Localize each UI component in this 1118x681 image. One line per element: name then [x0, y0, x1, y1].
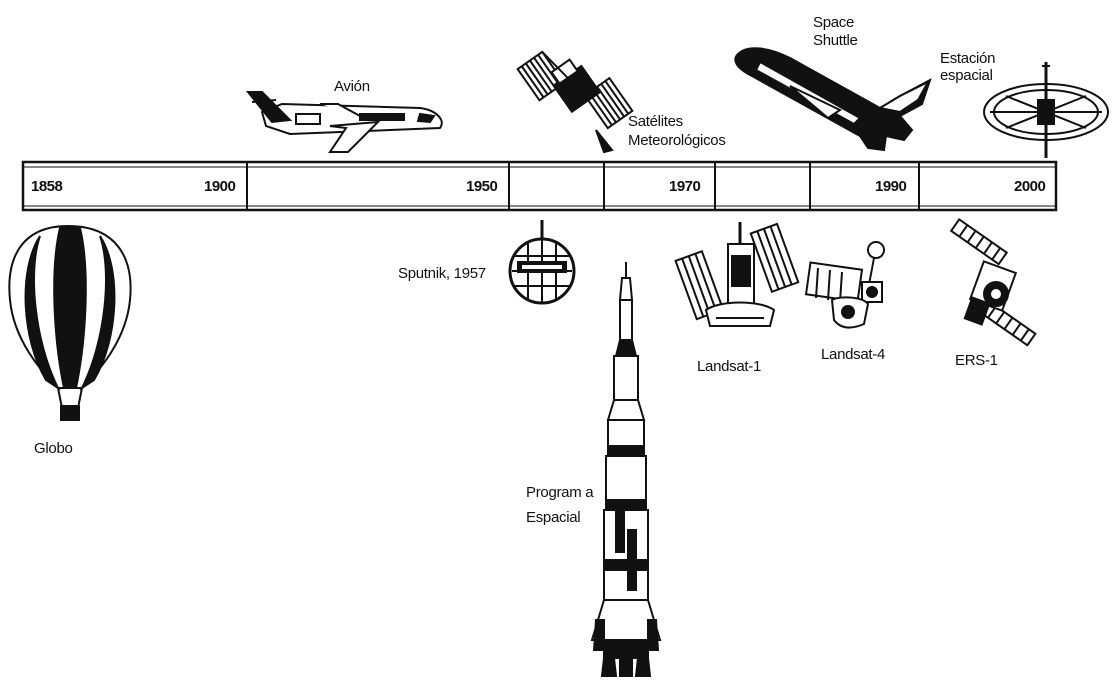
- airplane-icon: [245, 91, 443, 153]
- year-label: 2000: [1014, 178, 1046, 195]
- weather-satellite-icon: [516, 50, 634, 154]
- label-ers-1: ERS-1: [955, 352, 998, 369]
- year-label: 1900: [204, 178, 236, 195]
- year-label: 1990: [875, 178, 907, 195]
- label-shuttle-line1: Space: [813, 14, 855, 31]
- space-shuttle-icon: [734, 47, 932, 152]
- label-landsat-4: Landsat-4: [821, 346, 886, 363]
- sputnik-icon: [508, 220, 576, 305]
- label-programa-line1: Program a: [526, 484, 594, 501]
- label-programa-line2: Espacial: [526, 509, 581, 526]
- rocket-icon: [590, 262, 662, 677]
- label-satelites-line1: Satélites: [628, 113, 683, 130]
- label-landsat-1: Landsat-1: [697, 358, 762, 375]
- space-station-icon: [983, 62, 1109, 158]
- label-shuttle-line2: Shuttle: [813, 32, 858, 49]
- label-sputnik: Sputnik, 1957: [398, 265, 486, 282]
- balloon-icon: [8, 224, 132, 421]
- label-satelites-line2: Meteorológicos: [628, 132, 726, 149]
- landsat-4-icon: [804, 241, 885, 329]
- timeline-bar: [21, 160, 1058, 212]
- ers-1-icon: [949, 217, 1037, 347]
- label-avion: Avión: [334, 78, 370, 95]
- label-globo: Globo: [34, 440, 73, 457]
- year-label: 1950: [466, 178, 498, 195]
- label-estacion-line1: Estación: [940, 50, 996, 67]
- year-label: 1970: [669, 178, 701, 195]
- label-estacion-line2: espacial: [940, 67, 993, 84]
- year-label: 1858: [31, 178, 63, 195]
- landsat-1-icon: [674, 222, 800, 327]
